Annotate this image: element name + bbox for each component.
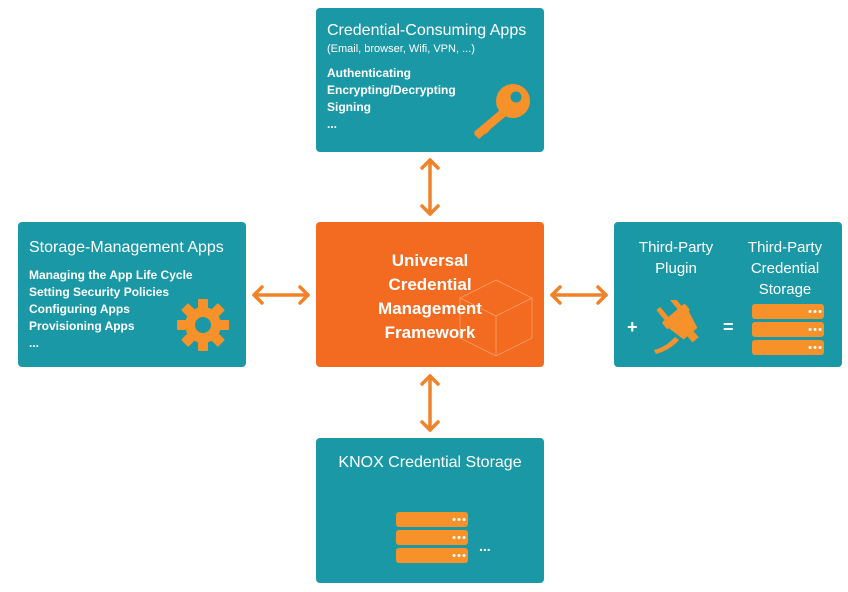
consuming-apps-list: Authenticating Encrypting/Decrypting Sig… — [327, 65, 544, 133]
third-party-box: Third-Party Plugin Third-Party Credentia… — [614, 222, 842, 367]
plug-icon — [654, 300, 699, 354]
arrow-left — [252, 285, 310, 305]
list-item: Authenticating — [327, 66, 411, 80]
list-item: Setting Security Policies — [29, 285, 170, 299]
plus-sign: + — [627, 317, 638, 337]
list-item: Managing the App Life Cycle — [29, 268, 193, 282]
credential-consuming-apps-box: Credential-Consuming Apps (Email, browse… — [316, 8, 544, 152]
cube-icon — [459, 279, 533, 357]
credential-management-framework-box: Universal Credential Management Framewor… — [316, 222, 544, 367]
framework-title: Universal Credential Management Framewor… — [378, 251, 482, 342]
list-item: ... — [29, 336, 40, 350]
arrow-right — [550, 285, 608, 305]
list-item: Encrypting/Decrypting — [327, 83, 456, 97]
storage-management-apps-box: Storage-Management Apps Managing the App… — [18, 222, 246, 367]
knox-credential-storage-box: KNOX Credential Storage ... — [316, 438, 544, 583]
storage-management-list: Managing the App Life Cycle Setting Secu… — [29, 267, 246, 352]
list-item: Configuring Apps — [29, 302, 130, 316]
knox-ellipsis: ... — [479, 538, 491, 554]
database-icon — [396, 512, 468, 563]
knox-storage-title: KNOX Credential Storage — [338, 454, 522, 471]
third-party-storage-label: Third-Party Credential Storage — [747, 239, 823, 298]
list-item: Provisioning Apps — [29, 319, 135, 333]
third-party-plugin-label: Third-Party Plugin — [638, 239, 714, 277]
consuming-apps-title: Credential-Consuming Apps — [327, 22, 527, 39]
consuming-apps-subtitle: (Email, browser, Wifi, VPN, ...) — [327, 43, 475, 55]
list-item: Signing — [327, 100, 371, 114]
arrow-top — [420, 158, 440, 216]
gear-icon — [177, 299, 229, 351]
key-icon — [474, 84, 530, 139]
equals-sign: = — [723, 317, 734, 337]
list-item: ... — [327, 117, 338, 131]
arrow-bottom — [420, 374, 440, 432]
storage-management-title: Storage-Management Apps — [29, 239, 224, 256]
database-icon — [752, 304, 824, 355]
